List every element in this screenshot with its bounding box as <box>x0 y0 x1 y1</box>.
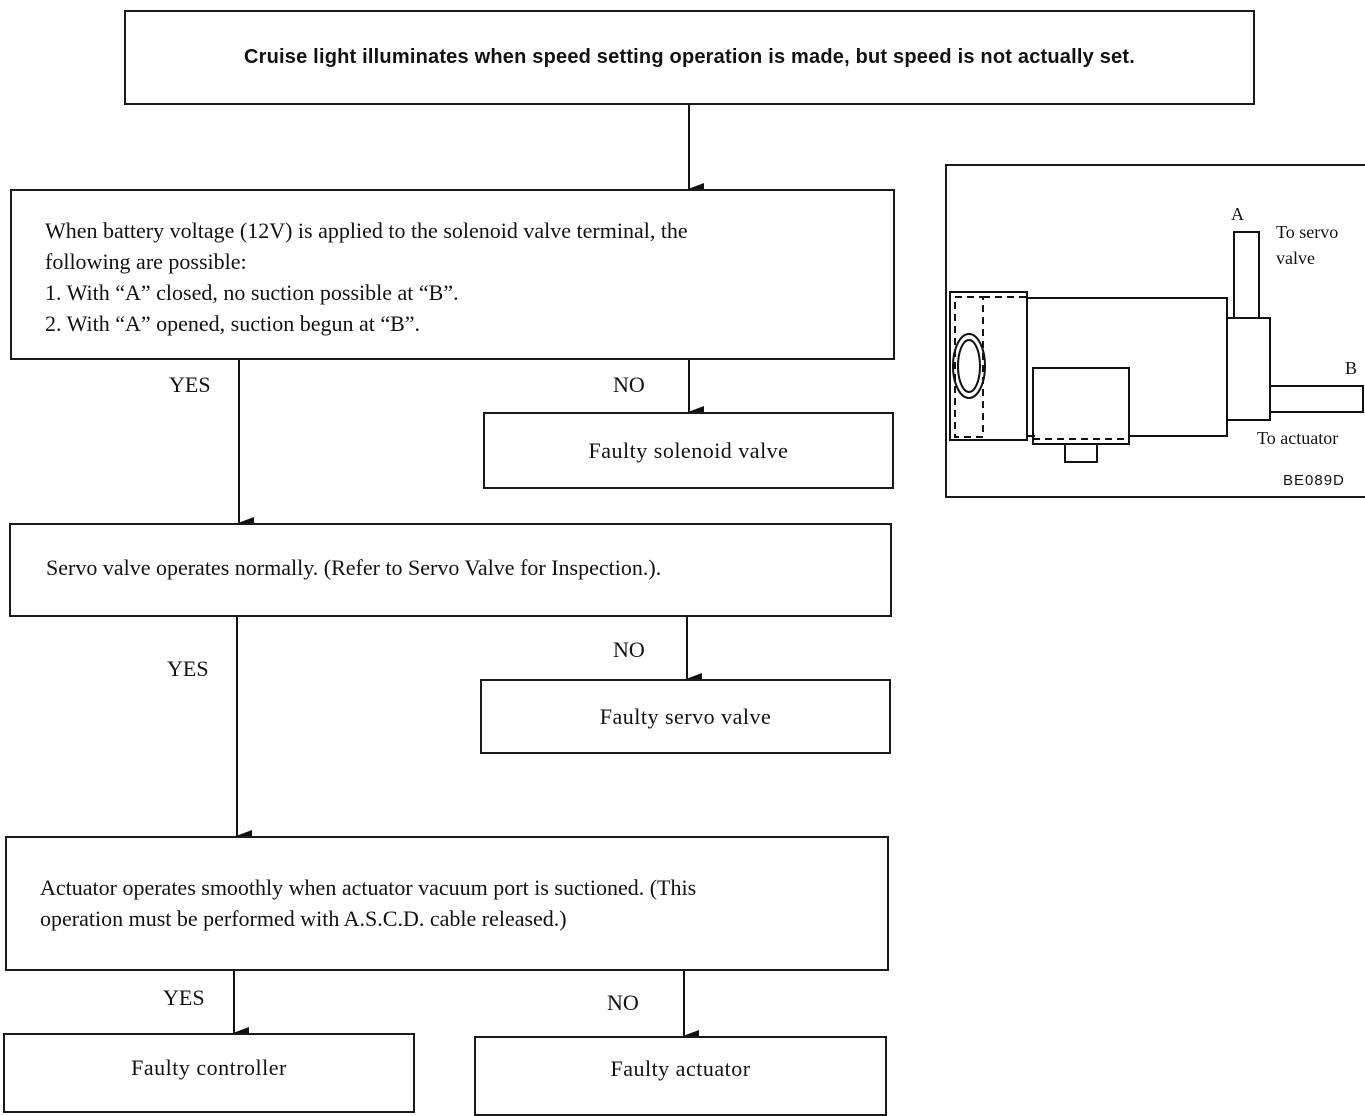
step1-line: When battery voltage (12V) is applied to… <box>45 218 688 243</box>
step2-servo-check-box: Servo valve operates normally. (Refer to… <box>9 523 892 617</box>
valve-connector-ring <box>952 333 986 399</box>
step3-text: Actuator operates smoothly when actuator… <box>40 872 696 934</box>
port-b-label: B <box>1345 358 1358 378</box>
valve-right-stage <box>1226 317 1271 421</box>
step3-yes-label: YES <box>163 985 205 1010</box>
solenoid-valve-figure: A B To servo valve To actuator BE089D <box>945 164 1365 498</box>
step1-no-label: NO <box>613 372 645 397</box>
to-actuator-label: To actuator <box>1257 428 1339 448</box>
valve-end-cap-inner-dashed <box>954 296 984 438</box>
faulty-servo-valve-box: Faulty servo valve <box>480 679 891 754</box>
step3-no-label: NO <box>607 990 639 1015</box>
valve-terminal-block <box>1032 367 1130 445</box>
faulty-controller-text: Faulty controller <box>131 1055 287 1080</box>
step3-line: operation must be performed with A.S.C.D… <box>40 906 567 931</box>
top-condition-text: Cruise light illuminates when speed sett… <box>243 46 1135 68</box>
step2-text: Servo valve operates normally. (Refer to… <box>46 555 662 580</box>
figure-code: BE089D <box>1283 472 1345 489</box>
step1-solenoid-check-box: When battery voltage (12V) is applied to… <box>10 189 895 360</box>
valve-end-cap <box>949 291 1028 441</box>
port-a-pipe <box>1233 231 1260 318</box>
faulty-solenoid-valve-text: Faulty solenoid valve <box>588 437 789 463</box>
faulty-actuator-text: Faulty actuator <box>610 1056 751 1081</box>
port-b-pipe <box>1270 385 1364 413</box>
step2-yes-label: YES <box>167 656 209 681</box>
step2-no-label: NO <box>613 637 645 662</box>
faulty-actuator-box: Faulty actuator <box>474 1036 887 1116</box>
step1-line: following are possible: <box>45 249 247 274</box>
step1-text: When battery voltage (12V) is applied to… <box>45 215 688 339</box>
to-servo-valve-label-line2: valve <box>1276 248 1315 268</box>
faulty-controller-box: Faulty controller <box>3 1033 415 1113</box>
step1-line: 2. With “A” opened, suction begun at “B”… <box>45 311 421 336</box>
top-condition-box: Cruise light illuminates when speed sett… <box>124 10 1255 105</box>
faulty-servo-valve-text: Faulty servo valve <box>599 703 772 729</box>
step3-actuator-check-box: Actuator operates smoothly when actuator… <box>5 836 889 971</box>
step1-yes-label: YES <box>169 372 211 397</box>
to-servo-valve-label-line1: To servo <box>1276 222 1339 242</box>
step1-line: 1. With “A” closed, no suction possible … <box>45 280 459 305</box>
faulty-solenoid-valve-box: Faulty solenoid valve <box>483 412 894 489</box>
step3-line: Actuator operates smoothly when actuator… <box>40 875 697 900</box>
port-a-label: A <box>1231 204 1244 224</box>
solenoid-valve-drawing <box>949 231 1364 463</box>
